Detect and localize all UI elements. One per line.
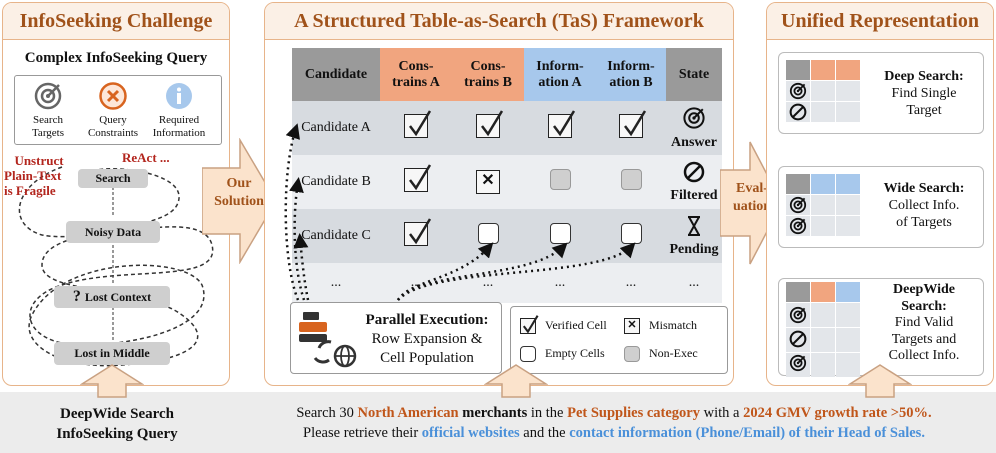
target-icon xyxy=(789,354,807,372)
parallel-tools-icon xyxy=(299,312,357,368)
state-filtered: Filtered xyxy=(666,155,722,209)
lost-context-step: ?Lost Context xyxy=(54,286,170,308)
example-query-text: Search 30 North American merchants in th… xyxy=(296,405,932,441)
candidate-cell: Candidate C xyxy=(301,228,371,243)
legend-mismatch: ✕ Mismatch xyxy=(624,316,697,335)
tangled-reasoning-path xyxy=(18,166,214,367)
ellipsis-cell: ... xyxy=(330,275,342,290)
header-information-a: Inform-ation A xyxy=(524,48,596,101)
header-information-b: Inform-ation B xyxy=(596,48,666,101)
hourglass-icon xyxy=(688,215,700,236)
ellipsis-cell: ... xyxy=(554,275,566,290)
nonexec-cell xyxy=(596,155,666,209)
verified-check-icon xyxy=(476,109,504,138)
candidate-cell: Candidate B xyxy=(301,174,371,189)
table-row: Candidate A Answer xyxy=(292,101,722,155)
empty-box xyxy=(520,346,536,363)
nonexec-box xyxy=(549,169,571,190)
header-state: State xyxy=(666,48,722,101)
infoseeking-challenge-panel: InfoSeeking Challenge xyxy=(2,2,230,386)
panel-title: InfoSeeking Challenge xyxy=(3,3,229,40)
nonexec-box xyxy=(620,169,642,190)
query-bar xyxy=(0,392,996,453)
target-icon xyxy=(789,306,807,324)
legend-empty: Empty Cells xyxy=(520,344,605,363)
target-icon xyxy=(683,106,705,129)
target-icon xyxy=(789,82,807,100)
verified-check-icon xyxy=(548,109,576,138)
verified-cell xyxy=(380,155,452,209)
parallel-execution-text: Parallel Execution: Row Expansion & Cell… xyxy=(365,312,489,366)
mismatch-cell: ✕ xyxy=(452,155,524,209)
ellipsis-cell: ... xyxy=(625,275,637,290)
header-candidate: Candidate xyxy=(292,48,380,101)
deepwide-query-label: DeepWide Search InfoSeeking Query xyxy=(56,406,178,442)
noisy-data-step: Noisy Data xyxy=(66,221,160,243)
nonexec-cell xyxy=(524,155,596,209)
verified-check-icon xyxy=(404,163,432,192)
deep-search-label: Deep Search: Find Single Target xyxy=(884,69,964,118)
legend-nonexec: Non-Exec xyxy=(624,344,698,363)
react-note: ReAct ... xyxy=(122,150,170,165)
verified-check-icon xyxy=(404,217,432,246)
cross-circle-icon xyxy=(98,81,128,111)
ellipsis-cell: ... xyxy=(410,275,422,290)
legend-verified: Verified Cell xyxy=(520,315,607,335)
target-icon xyxy=(789,217,807,235)
search-step: Search xyxy=(78,169,148,188)
ellipsis-cell: ... xyxy=(688,275,700,290)
question-mark-icon: ? xyxy=(72,288,81,305)
verified-check-icon xyxy=(520,315,539,335)
ellipsis-cell: ... xyxy=(482,275,494,290)
verified-cell xyxy=(380,209,452,263)
header-constraints-a: Cons-trains A xyxy=(380,48,452,101)
our-solution-arrow xyxy=(202,138,277,264)
verified-cell xyxy=(452,101,524,155)
info-icon xyxy=(164,81,194,111)
verified-cell xyxy=(380,101,452,155)
up-arrow-right xyxy=(848,364,912,398)
target-icon xyxy=(789,196,807,214)
nonexec-box xyxy=(624,346,640,363)
panel-title: Unified Representation xyxy=(767,3,993,40)
tas-table: Candidate Cons-trains A Cons-trains B In… xyxy=(292,48,722,303)
parallel-execution-arrows xyxy=(284,123,636,301)
no-entry-icon xyxy=(683,161,705,182)
deepwide-search-label: DeepWide Search: Find Valid Targets and … xyxy=(888,282,960,363)
header-constraints-b: Cons-trains B xyxy=(452,48,524,101)
state-pending: Pending xyxy=(666,209,722,263)
deepwide-search-mini-table xyxy=(786,282,860,377)
verified-cell xyxy=(596,101,666,155)
verified-check-icon xyxy=(404,109,432,138)
lost-in-middle-step: Lost in Middle xyxy=(54,342,170,365)
complex-query-subtitle: Complex InfoSeeking Query xyxy=(24,50,208,66)
evaluation-label: Eval-uation xyxy=(732,181,772,214)
up-arrow-left xyxy=(80,364,144,398)
target-icon xyxy=(33,81,63,111)
no-entry-icon xyxy=(789,103,807,121)
unstructured-text-note: Unstruct Plain-Text is Fragile xyxy=(4,153,64,198)
wide-search-label: Wide Search: Collect Info. of Targets xyxy=(883,181,965,230)
verified-check-icon xyxy=(619,109,647,138)
state-answer: Answer xyxy=(666,101,722,155)
verified-cell xyxy=(524,101,596,155)
candidate-cell: Candidate A xyxy=(301,120,371,135)
table-row: Candidate B ✕ Filtered xyxy=(292,155,722,209)
panel-title: A Structured Table-as-Search (TaS) Frame… xyxy=(265,3,733,40)
mismatch-x-icon: ✕ xyxy=(624,318,640,335)
no-entry-icon xyxy=(789,330,807,348)
legend-box xyxy=(510,306,728,374)
table-row: Candidate C Pending xyxy=(292,209,722,263)
mismatch-x-icon: ✕ xyxy=(476,170,500,194)
up-arrow-middle xyxy=(484,364,548,398)
